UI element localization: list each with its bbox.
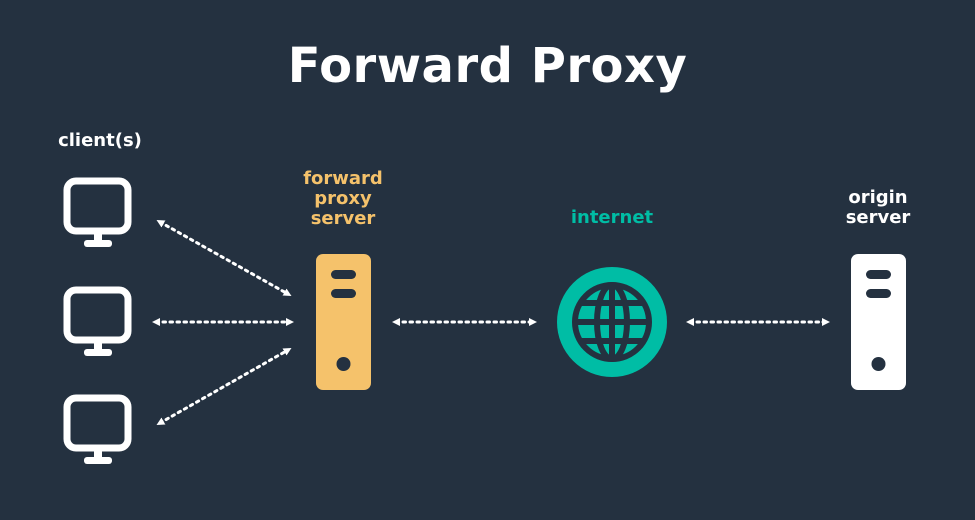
arrow-client3-proxy [156, 348, 292, 425]
origin-label-line1: origin [848, 187, 908, 208]
proxy-label-line3: server [310, 208, 376, 229]
clients-label: client(s) [58, 130, 142, 151]
arrow-client1-proxy [156, 220, 292, 296]
client-monitor-icon-2 [63, 286, 132, 356]
diagram-title: Forward Proxy [287, 38, 688, 94]
origin-label-line2: server [845, 207, 911, 228]
client-monitor-icon-3 [63, 394, 132, 464]
proxy-label-line1: forward [303, 168, 383, 189]
proxy-label: forward proxy server [290, 169, 396, 229]
proxy-label-line2: proxy [314, 188, 372, 209]
origin-server-icon [851, 254, 906, 390]
client-monitor-icon-1 [63, 177, 132, 247]
origin-label: origin server [828, 188, 928, 228]
internet-globe-icon [557, 267, 667, 377]
internet-label: internet [570, 207, 654, 228]
proxy-server-icon [316, 254, 371, 390]
